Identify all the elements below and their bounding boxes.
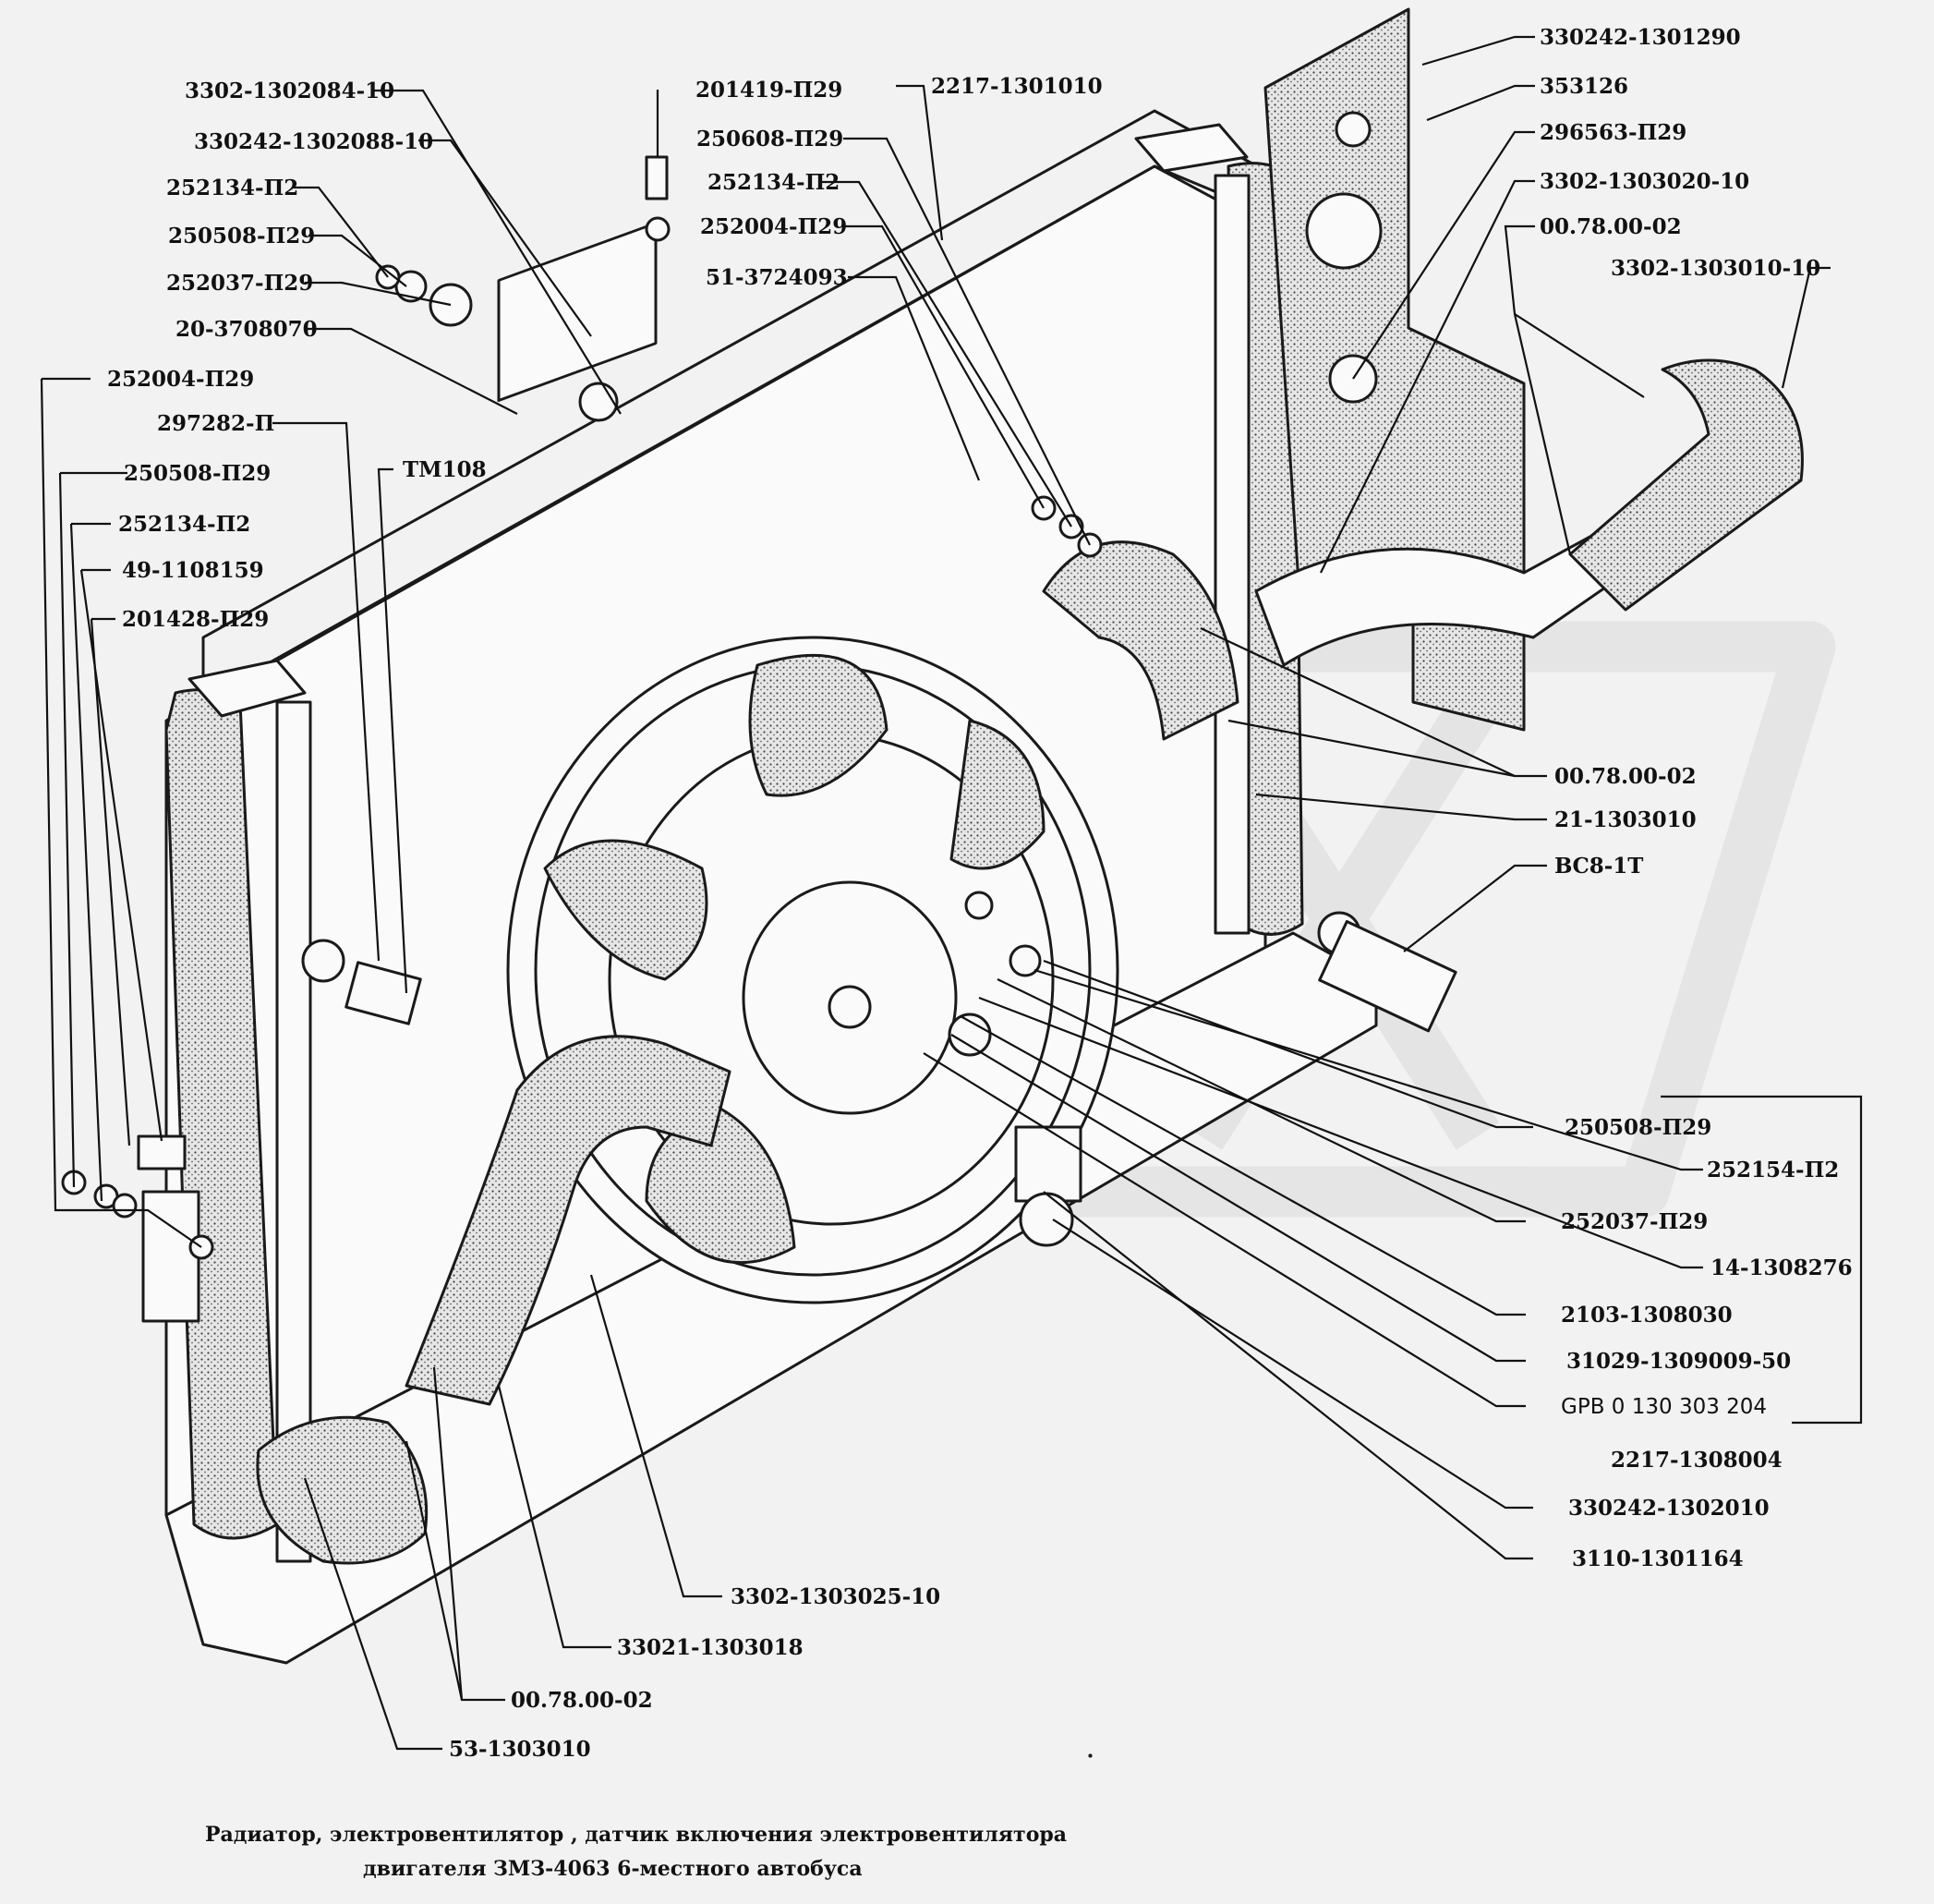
part-label: 330242-1301290 (1540, 25, 1741, 50)
part-label: 00.78.00-02 (1554, 764, 1697, 789)
lower-hose (256, 1035, 731, 1565)
part-label: 51-3724093 (706, 265, 848, 290)
part-label: 353126 (1540, 74, 1628, 99)
part-label: 252134-П2 (166, 176, 298, 200)
part-label: 250608-П29 (696, 127, 843, 152)
caption-line-1: Радиатор, электровентилятор , датчик вкл… (205, 1823, 1067, 1847)
part-label: ТМ108 (403, 457, 487, 482)
part-label: 3302-1303010-10 (1611, 256, 1820, 281)
part-label: 330242-1302088-10 (194, 129, 433, 154)
diagram-caption: Радиатор, электровентилятор , датчик вкл… (205, 1823, 1067, 1881)
part-label: 20-3708070 (175, 317, 318, 342)
part-label: GPB 0 130 303 204 (1561, 1395, 1767, 1419)
part-label: 21-1303010 (1554, 807, 1697, 832)
part-label: 3302-1303025-10 (731, 1584, 940, 1609)
part-label: 00.78.00-02 (511, 1688, 653, 1713)
small-parts (61, 111, 1457, 1758)
part-label: 3302-1303020-10 (1540, 169, 1749, 194)
upper-hose (1042, 358, 1804, 741)
part-label: 252154-П2 (1707, 1158, 1839, 1182)
caption-line-2: двигателя ЗМЗ-4063 6-местного автобуса (363, 1857, 863, 1881)
part-label: 250508-П29 (1565, 1115, 1711, 1140)
part-label: 252134-П2 (118, 512, 250, 537)
part-label: 33021-1303018 (617, 1635, 804, 1660)
part-label: 2217-1301010 (931, 74, 1103, 99)
part-label: 252134-П2 (707, 170, 840, 195)
part-label: 2103-1308030 (1561, 1303, 1733, 1328)
part-label: 250508-П29 (168, 224, 315, 249)
part-label: 201428-П29 (122, 607, 269, 632)
part-label: 330242-1302010 (1568, 1496, 1770, 1521)
part-label: 201419-П29 (695, 78, 842, 103)
part-label: 2217-1308004 (1611, 1448, 1783, 1473)
part-label: 14-1308276 (1710, 1255, 1853, 1280)
part-label: 3110-1301164 (1572, 1546, 1744, 1571)
part-label: 297282-П (157, 411, 274, 436)
part-label: 31029-1309009-50 (1566, 1349, 1791, 1374)
part-label: ВС8-1Т (1554, 854, 1643, 879)
part-label: 49-1108159 (122, 558, 264, 583)
leader-lines (40, 35, 1863, 1751)
part-label: 3302-1302084-10 (185, 79, 394, 103)
part-label: 296563-П29 (1540, 120, 1686, 145)
part-labels: 3302-1302084-10 330242-1302088-10 252134… (107, 25, 1853, 1762)
part-label: 250508-П29 (124, 461, 271, 486)
part-label: 53-1303010 (449, 1737, 591, 1762)
fan-blades (543, 653, 1046, 1265)
part-label: 00.78.00-02 (1540, 214, 1682, 239)
part-label: 252004-П29 (700, 214, 847, 239)
part-label: 252037-П29 (166, 271, 313, 296)
part-label: 252004-П29 (107, 367, 254, 392)
part-label: 252037-П29 (1561, 1209, 1708, 1234)
